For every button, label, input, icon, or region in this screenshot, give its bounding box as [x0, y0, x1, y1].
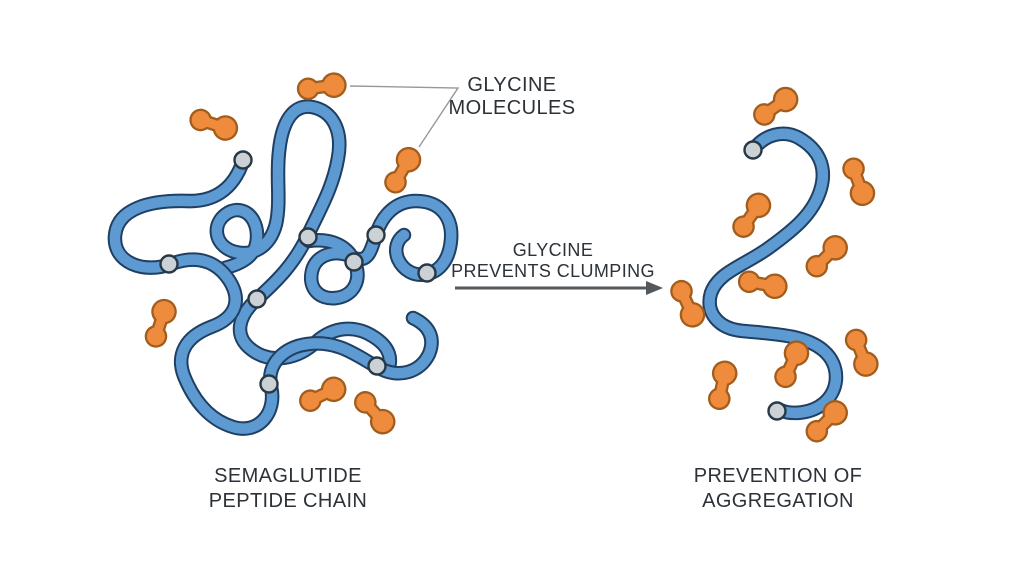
- glycine-molecule: [144, 298, 177, 348]
- glycine-molecule: [842, 157, 876, 207]
- prevention-label-line2: AGGREGATION: [702, 490, 854, 512]
- glycine-molecule: [737, 270, 788, 300]
- glycine-molecule: [753, 86, 799, 126]
- chain-node: [344, 252, 364, 272]
- prevents-clumping-label-line2: PREVENTS CLUMPING: [451, 261, 655, 281]
- glycine-molecules-label: GLYCINE MOLECULES: [449, 74, 576, 120]
- chain-node: [767, 401, 787, 421]
- semaglutide-label-line1: SEMAGLUTIDE: [214, 465, 362, 487]
- prevents-clumping-label-line1: GLYCINE: [512, 240, 594, 260]
- glycine-molecule: [774, 340, 810, 389]
- glycine-molecule: [670, 279, 706, 328]
- chain-node: [233, 150, 253, 170]
- prevents-clumping-label: GLYCINE PREVENTS CLUMPING: [451, 240, 655, 282]
- semaglutide-label-line2: PEPTIDE CHAIN: [208, 490, 368, 512]
- glycine-molecule: [707, 360, 738, 411]
- prevention-of-aggregation-label: PREVENTION OF AGGREGATION: [694, 464, 863, 514]
- chain-node: [366, 225, 386, 245]
- chain-node: [417, 263, 437, 283]
- prevention-label-line1: PREVENTION OF: [693, 465, 863, 487]
- chain-node: [259, 374, 279, 394]
- tangle-strand-right-loops: [309, 201, 451, 298]
- glycine-molecule: [805, 235, 848, 278]
- clumping-arrow-head: [646, 281, 663, 295]
- glycine-molecules-label-line2: MOLECULES: [448, 97, 576, 119]
- clumping-arrow: [455, 281, 663, 295]
- glycine-molecule: [299, 376, 347, 412]
- glycine-molecules-right-group: [670, 86, 879, 443]
- glycine-molecule: [732, 192, 772, 238]
- glycine-molecule: [189, 108, 239, 141]
- glycine-molecule: [805, 400, 848, 443]
- chain-node: [247, 289, 267, 309]
- glycine-molecules-left-group: [144, 72, 422, 435]
- glycine-molecule: [384, 146, 422, 194]
- chain-end-caps-right: [743, 140, 787, 421]
- glycine-molecules-label-line1: GLYCINE: [467, 74, 557, 96]
- chain-node: [159, 254, 179, 274]
- semaglutide-peptide-chain-label: SEMAGLUTIDE PEPTIDE CHAIN: [209, 464, 368, 514]
- chain-node: [743, 140, 763, 160]
- chain-node: [298, 227, 318, 247]
- chain-node-markers-left: [159, 150, 437, 394]
- chain-node: [367, 356, 387, 376]
- glycine-molecule: [354, 391, 396, 435]
- glycine-molecule: [844, 328, 879, 377]
- glycine-label-pointer-line: [349, 85, 460, 148]
- glycine-molecule: [296, 72, 347, 101]
